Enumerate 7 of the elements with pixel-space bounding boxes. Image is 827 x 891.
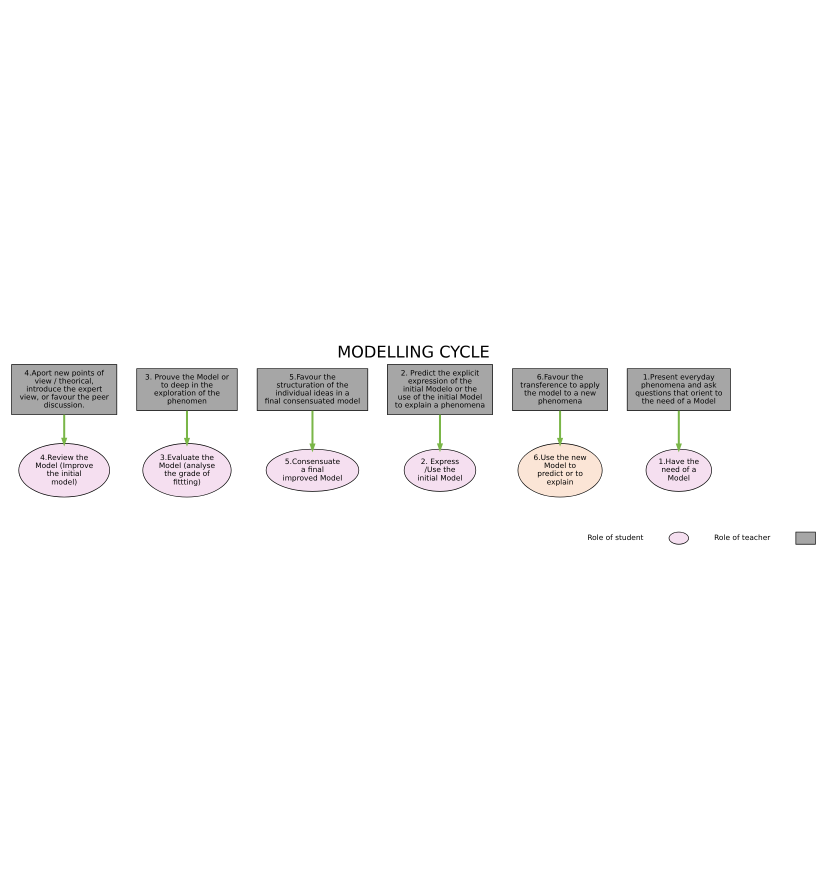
arrow — [309, 410, 316, 452]
arrow — [676, 410, 682, 452]
arrow — [436, 414, 444, 452]
arrow — [556, 410, 564, 446]
arrow — [184, 410, 190, 446]
arrow — [61, 414, 68, 446]
diagram-title: MODELLING CYCLE — [337, 342, 490, 361]
